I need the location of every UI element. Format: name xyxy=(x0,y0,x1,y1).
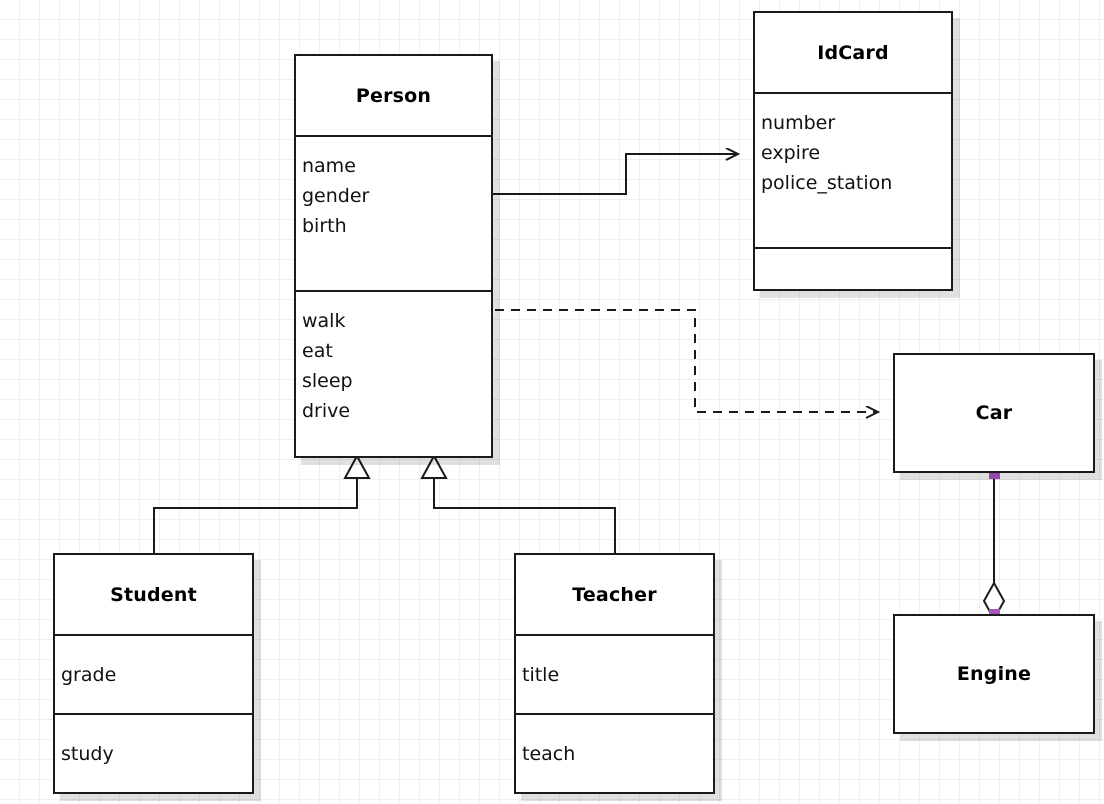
attribute-item: police_station xyxy=(761,172,893,194)
methods-person: walk eat sleep drive xyxy=(296,290,491,456)
edge-person-idcard[interactable] xyxy=(493,154,738,195)
edge-person-car[interactable] xyxy=(495,309,878,412)
edge-student-person[interactable] xyxy=(153,453,371,553)
method-item: eat xyxy=(302,340,333,362)
uml-class-engine[interactable]: Engine xyxy=(893,614,1095,734)
uml-class-teacher[interactable]: Teacher title teach xyxy=(514,553,715,794)
method-item: sleep xyxy=(302,370,353,392)
attribute-item: title xyxy=(522,663,560,686)
attribute-item: expire xyxy=(761,142,821,164)
class-name-engine: Engine xyxy=(956,663,1032,685)
uml-class-idcard[interactable]: IdCard number expire police_station xyxy=(753,11,953,291)
class-name-person: Person xyxy=(355,84,432,107)
class-name-teacher: Teacher xyxy=(572,583,657,606)
edge-teacher-person[interactable] xyxy=(420,453,616,553)
class-name-idcard: IdCard xyxy=(817,41,889,64)
class-name-car: Car xyxy=(975,402,1013,424)
attribute-item: name xyxy=(302,155,356,177)
attribute-item: gender xyxy=(302,185,370,207)
uml-class-person[interactable]: Person name gender birth walk eat sleep … xyxy=(294,54,493,458)
method-item: teach xyxy=(522,742,576,765)
method-item: drive xyxy=(302,400,351,422)
methods-student: study xyxy=(55,713,252,792)
uml-class-car[interactable]: Car xyxy=(893,353,1095,473)
methods-idcard xyxy=(755,247,951,289)
attributes-idcard: number expire police_station xyxy=(755,92,951,247)
attributes-person: name gender birth xyxy=(296,135,491,290)
method-item: walk xyxy=(302,310,346,332)
class-name-student: Student xyxy=(110,583,197,606)
methods-teacher: teach xyxy=(516,713,713,792)
attribute-item: birth xyxy=(302,215,347,237)
attributes-teacher: title xyxy=(516,634,713,713)
aggregation-endpoint-car[interactable] xyxy=(989,468,1000,479)
attribute-item: grade xyxy=(61,663,117,686)
uml-class-student[interactable]: Student grade study xyxy=(53,553,254,794)
attribute-item: number xyxy=(761,112,836,134)
attributes-student: grade xyxy=(55,634,252,713)
edge-car-engine[interactable] xyxy=(982,473,1006,622)
method-item: study xyxy=(61,742,114,765)
